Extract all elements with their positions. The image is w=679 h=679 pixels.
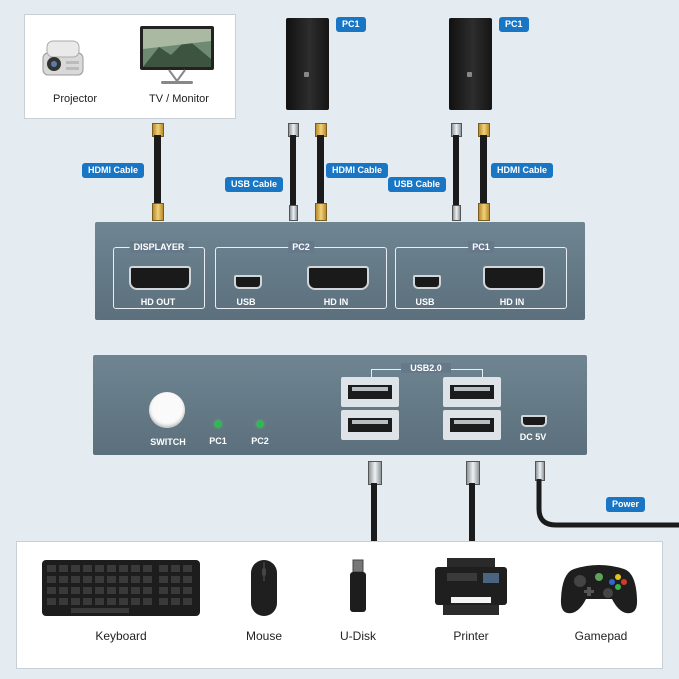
- pc-tag-left: PC1: [336, 17, 366, 32]
- power-button-icon: [304, 72, 309, 77]
- usb-cable-right: [453, 135, 459, 207]
- usb-mini-plug: [452, 205, 461, 221]
- dc-plug: [535, 461, 545, 481]
- pc2-usb-port: [234, 275, 262, 289]
- pc1-hd-in-label: HD IN: [499, 297, 525, 307]
- pc-tower-left: [286, 18, 329, 110]
- usb-cable-mid: [290, 135, 296, 207]
- hdmi-plug-bottom: [478, 203, 490, 221]
- hdmi-cable-tag-right: HDMI Cable: [491, 163, 554, 178]
- power-cable: [536, 479, 679, 528]
- usb-cable-tag-mid: USB Cable: [225, 177, 284, 192]
- kvm-back-panel: DISPLAYER HD OUT PC2 USB HD IN PC1 USB H…: [95, 222, 585, 320]
- pc-tower-right: [449, 18, 492, 110]
- usb-a-plug: [368, 461, 382, 485]
- pc1-title: PC1: [468, 241, 494, 253]
- printer-label: Printer: [453, 629, 489, 643]
- pc2-hd-in-port: [307, 266, 369, 290]
- keyboard-label: Keyboard: [95, 629, 147, 643]
- kvm-front-panel: SWITCH PC1 PC2 USB2.0 DC 5V: [93, 355, 587, 455]
- usb-cable-tag-right: USB Cable: [388, 177, 447, 192]
- gamepad-label: Gamepad: [574, 629, 628, 643]
- projector-icon: [42, 40, 84, 76]
- usb-drive-icon: [350, 559, 366, 612]
- displayer-group: DISPLAYER: [113, 241, 205, 309]
- hd-out-port: [129, 266, 191, 290]
- dc-port: [521, 415, 547, 427]
- pc1-usb-port: [413, 275, 441, 289]
- pc2-led: [257, 421, 263, 427]
- peripherals-panel: Keyboard Mouse U-Disk Printer Gamepad: [16, 541, 663, 669]
- printer-icon: [435, 558, 507, 615]
- power-button-icon: [467, 72, 472, 77]
- pc2-group: PC2: [215, 241, 387, 309]
- mouse-icon: [251, 560, 277, 616]
- pc2-title: PC2: [288, 241, 314, 253]
- pc-tag-right: PC1: [499, 17, 529, 32]
- udisk-label: U-Disk: [340, 629, 376, 643]
- monitor-icon: [140, 26, 214, 84]
- usb20-title: USB2.0: [401, 363, 451, 373]
- pc1-group: PC1: [395, 241, 567, 309]
- mouse-label: Mouse: [245, 629, 283, 643]
- switch-button[interactable]: [149, 392, 185, 428]
- hdmi-cable-tag-left: HDMI Cable: [82, 163, 145, 178]
- usb-port-3: [443, 377, 501, 407]
- pc2-usb-label: USB: [236, 297, 256, 307]
- power-tag: Power: [606, 497, 646, 512]
- keyboard-usb-cable: [371, 483, 377, 541]
- usb-a-plug: [466, 461, 480, 485]
- pc1-led: [215, 421, 221, 427]
- hdmi-cable-mid: [317, 135, 324, 203]
- keyboard-icon: [42, 560, 200, 616]
- projector-label: Projector: [52, 93, 98, 105]
- usb-port-1: [341, 377, 399, 407]
- display-devices-panel: Projector TV / Monitor: [24, 14, 236, 119]
- pc2-hd-in-label: HD IN: [323, 297, 349, 307]
- hdmi-cable-tag-mid: HDMI Cable: [326, 163, 389, 178]
- led-pc2-label: PC2: [251, 436, 269, 446]
- gamepad-icon: [560, 565, 638, 614]
- hd-out-label: HD OUT: [140, 297, 176, 307]
- displayer-title: DISPLAYER: [129, 241, 189, 253]
- printer-usb-cable: [469, 483, 475, 541]
- usb-port-2: [341, 410, 399, 440]
- pc1-usb-label: USB: [415, 297, 435, 307]
- usb-port-4: [443, 410, 501, 440]
- hdmi-plug-bottom: [315, 203, 327, 221]
- monitor-label: TV / Monitor: [149, 93, 209, 105]
- dc-label: DC 5V: [519, 432, 547, 442]
- monitor-image: [139, 25, 215, 87]
- hdmi-plug-bottom: [152, 203, 164, 221]
- switch-label: SWITCH: [150, 437, 186, 447]
- usb-mini-plug: [289, 205, 298, 221]
- hdmi-cable-right: [480, 135, 487, 203]
- pc1-hd-in-port: [483, 266, 545, 290]
- projector-image: [39, 33, 87, 81]
- led-pc1-label: PC1: [209, 436, 227, 446]
- hdmi-cable-left: [154, 135, 161, 203]
